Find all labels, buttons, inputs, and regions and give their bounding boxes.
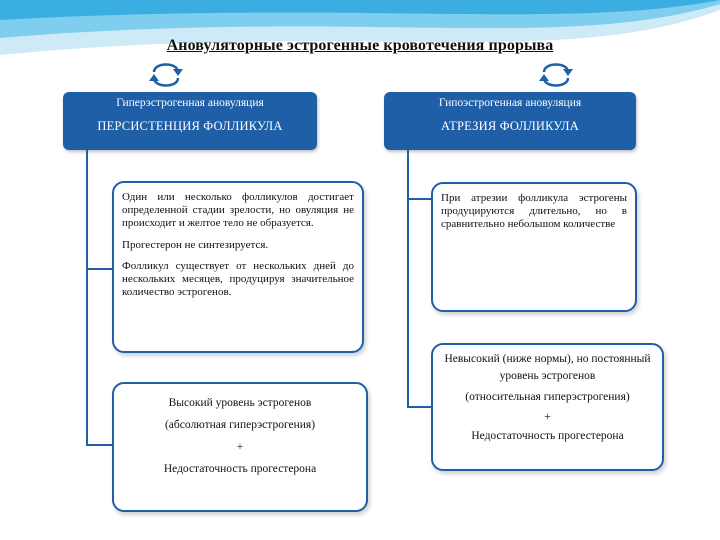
- right-result-line2: (относительная гиперэстрогения): [441, 389, 654, 406]
- right-detail-1: При атрезии фолликула эстрогены продуцир…: [441, 192, 627, 231]
- right-result-line1: Невысокий (ниже нормы), но постоянный ур…: [441, 351, 654, 385]
- right-result-box: Невысокий (ниже нормы), но постоянный ур…: [431, 343, 664, 471]
- right-details-box: При атрезии фолликула эстрогены продуцир…: [431, 182, 637, 312]
- left-details-box: Один или несколько фолликулов достигает …: [112, 181, 364, 353]
- right-cycle-arrow-icon: [538, 58, 574, 92]
- right-connector-to-details: [407, 198, 433, 200]
- left-detail-2: Прогестерон не синтезируется.: [122, 239, 354, 252]
- left-detail-3: Фолликул существует от нескольких дней д…: [122, 260, 354, 299]
- left-result-line2: (абсолютная гиперэстрогения): [114, 414, 366, 436]
- diagram-title: Ановуляторные эстрогенные кровотечения п…: [0, 37, 720, 55]
- right-connector-to-result: [407, 406, 433, 408]
- left-result-plus: +: [114, 436, 366, 458]
- right-subtitle: Гипоэстрогенная ановуляция: [384, 97, 636, 109]
- right-result-line3: Недостаточность прогестерона: [441, 428, 654, 445]
- left-result-line3: Недостаточность прогестерона: [114, 458, 366, 480]
- left-connector-to-details: [86, 268, 114, 270]
- right-result-plus: +: [441, 409, 654, 426]
- left-cycle-arrow-icon: [148, 58, 184, 92]
- left-header-box: Гиперэстрогенная ановуляция ПЕРСИСТЕНЦИЯ…: [63, 92, 317, 150]
- left-subtitle: Гиперэстрогенная ановуляция: [63, 97, 317, 109]
- right-header-box: Гипоэстрогенная ановуляция АТРЕЗИЯ ФОЛЛИ…: [384, 92, 636, 150]
- left-result-box: Высокий уровень эстрогенов (абсолютная г…: [112, 382, 368, 512]
- left-connector-to-result: [86, 444, 114, 446]
- right-heading: АТРЕЗИЯ ФОЛЛИКУЛА: [384, 119, 636, 134]
- left-detail-1: Один или несколько фолликулов достигает …: [122, 191, 354, 230]
- left-heading: ПЕРСИСТЕНЦИЯ ФОЛЛИКУЛА: [63, 119, 317, 134]
- right-connector-vertical: [407, 150, 409, 408]
- left-connector-vertical: [86, 150, 88, 446]
- left-result-line1: Высокий уровень эстрогенов: [114, 392, 366, 414]
